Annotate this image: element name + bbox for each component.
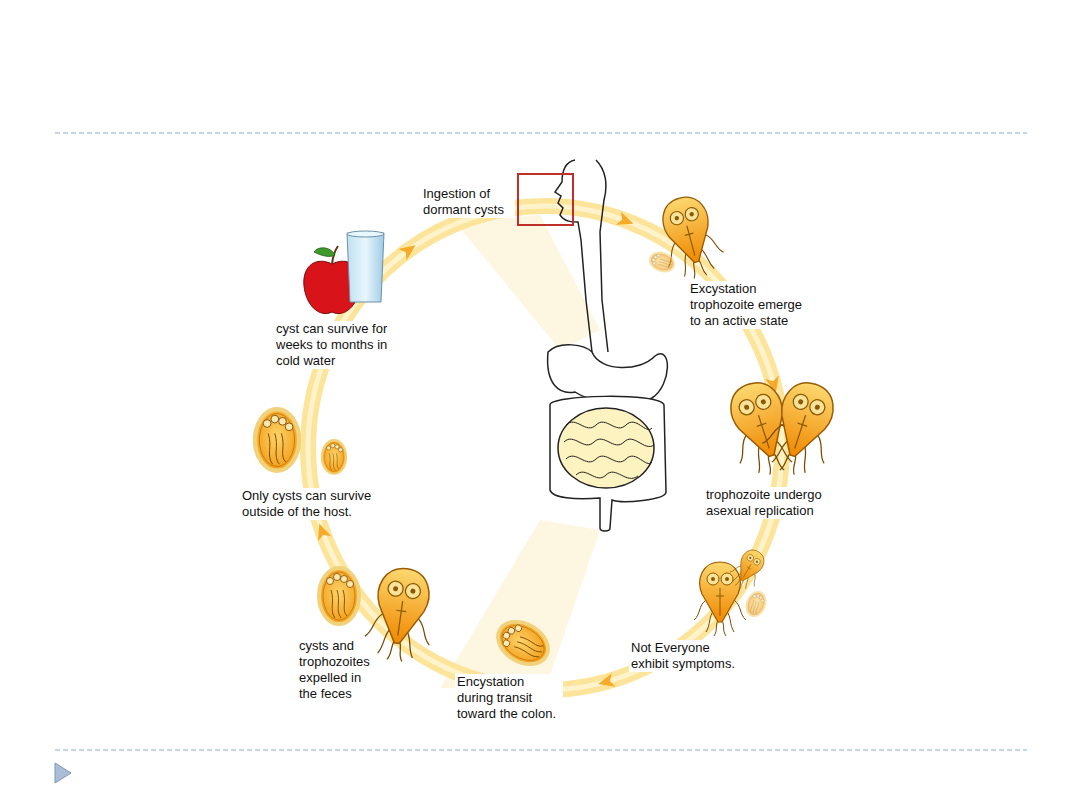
stage-label: trophozoite undergo asexual replication [704, 487, 830, 519]
cycle-ring [308, 206, 782, 690]
trophozoite [694, 562, 746, 636]
stage-label: Only cysts can survive outside of the ho… [240, 488, 384, 520]
wedge [455, 215, 600, 350]
cycle-arrow [398, 240, 419, 261]
stage-label: Encystation during transit toward the co… [455, 674, 563, 722]
stage-label: Not Everyone exhibit symptoms. [629, 640, 743, 672]
cyst [743, 589, 769, 619]
stage-label: cysts and trophozoites expelled in the f… [297, 638, 377, 702]
cyst [322, 440, 346, 474]
digestive-tract [548, 160, 668, 531]
cyst [319, 568, 359, 624]
stage-label: Ingestion of dormant cysts [421, 186, 515, 218]
cycle-arrow [313, 521, 332, 541]
water-glass [347, 231, 384, 302]
trophozoite [726, 545, 771, 595]
cyst [255, 409, 299, 471]
stage-label: Excystation trophozoite emerge to an act… [688, 281, 810, 329]
cycle-ring [308, 206, 782, 690]
empty-cyst [647, 249, 677, 275]
frame-line [55, 133, 1027, 134]
trophozoite [756, 374, 846, 482]
cycle-arrow [596, 673, 615, 691]
slide-marker [55, 763, 71, 783]
cycle-arrow [616, 212, 636, 231]
wedge [440, 520, 600, 690]
cyst [490, 613, 555, 673]
frame-line [55, 750, 1027, 751]
small-intestine [564, 422, 654, 478]
mouth-highlight [518, 174, 573, 225]
stage-label: cyst can survive for weeks to months in … [274, 321, 390, 369]
